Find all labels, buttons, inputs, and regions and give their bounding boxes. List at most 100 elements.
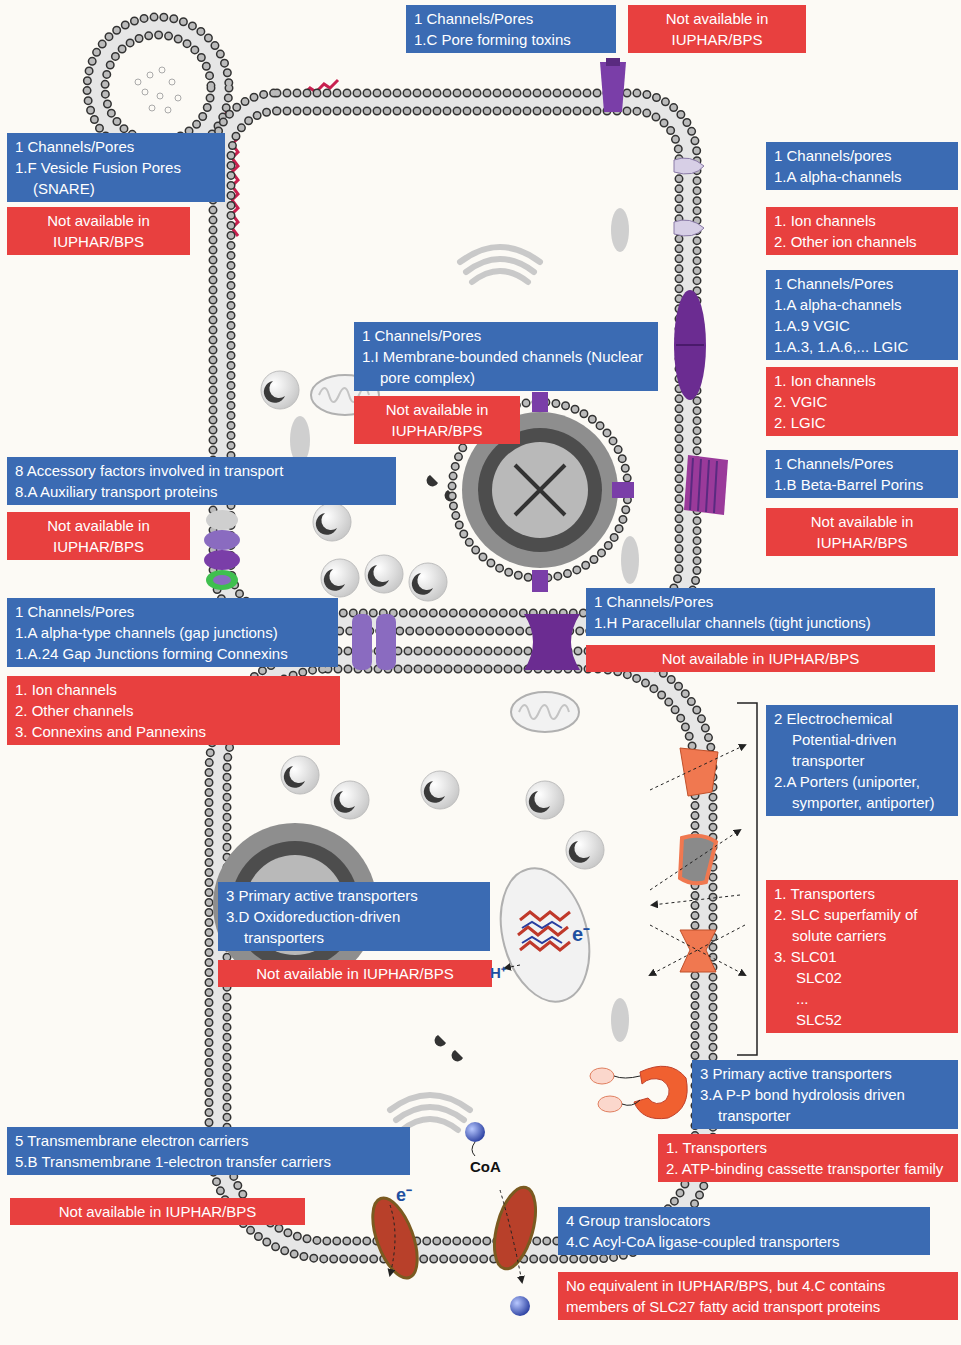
transporter-proteins-part [634, 1066, 687, 1118]
cell-membrane-part [213, 93, 697, 631]
mitochondrion-etc-part [522, 922, 562, 943]
channel-proteins-part [376, 614, 396, 670]
carrier-proteins-part [465, 1122, 485, 1142]
channel-proteins-part [674, 158, 704, 174]
cell-membrane-part [213, 93, 697, 631]
box-text: 1.F Vesicle Fusion Pores (SNARE) [15, 157, 217, 199]
mitochondrion-etc-part [505, 965, 520, 968]
tcdb-class-box: 4 Group translocators4.C Acyl-CoA ligase… [558, 1207, 930, 1255]
porter-bracket-part [737, 703, 757, 1055]
box-text: 2. LGIC [774, 412, 950, 433]
box-text: 4.C Acyl-CoA ligase-coupled transporters [566, 1231, 922, 1252]
organelles-part [566, 831, 604, 869]
vesicle-part [135, 79, 141, 85]
channel-proteins-part [206, 570, 238, 590]
mitochondrion-etc-part [518, 912, 570, 950]
box-text: Not available in IUPHAR/BPS [15, 210, 182, 252]
diagram-label: CoA [470, 1158, 501, 1175]
box-text: Not available in IUPHAR/BPS [18, 1201, 297, 1222]
carrier-proteins-part [390, 1205, 395, 1275]
channel-proteins-part [676, 344, 704, 346]
organelles-part [511, 692, 579, 732]
diagram-label: H⁺ [490, 962, 506, 982]
box-text: Not available in IUPHAR/BPS [362, 399, 512, 441]
tcdb-class-box: 3 Primary active transporters3.D Oxidore… [218, 882, 490, 951]
cell-membrane-part [231, 111, 679, 613]
transporter-proteins-part [590, 1068, 614, 1084]
channel-proteins-part [206, 510, 238, 530]
box-text: 1.I Membrane-bounded channels (Nuclear p… [362, 346, 650, 388]
box-text: 1.A.9 VGIC [774, 315, 950, 336]
transporter-proteins-part [680, 748, 718, 796]
transporter-proteins-part [614, 1076, 640, 1105]
box-text: 2. Other ion channels [774, 231, 950, 252]
iuphar-box: 1. Ion channels2. Other ion channels [766, 207, 958, 255]
organelles-part [621, 536, 639, 584]
transporter-proteins-part [680, 836, 716, 884]
iuphar-box: Not available in IUPHAR/BPS [218, 960, 492, 987]
box-text: 1.C Pore forming toxins [414, 29, 608, 50]
channel-proteins-part [600, 62, 626, 112]
nucleus-part [478, 428, 602, 552]
box-text: 1 Channels/Pores [594, 591, 927, 612]
organelles-part [421, 771, 459, 809]
box-text: ... [796, 988, 950, 1009]
channel-proteins-part [606, 58, 620, 66]
organelles-part [390, 1095, 470, 1130]
cell-membrane-part [231, 111, 679, 613]
box-text: 3.A P-P bond hydrolosis driven transport… [700, 1084, 950, 1126]
transporter-proteins-part [650, 745, 745, 790]
tcdb-class-box: 5 Transmembrane electron carriers5.B Tra… [7, 1127, 410, 1175]
box-text: 1. Transporters [666, 1137, 950, 1158]
box-text: 1.A alpha-channels [774, 294, 950, 315]
organelles-part [611, 998, 629, 1042]
carrier-proteins-part [487, 1183, 544, 1273]
vesicle-part [169, 79, 175, 85]
tcdb-class-box: 1 Channels/Pores1.I Membrane-bounded cha… [354, 322, 658, 391]
box-text: 5.B Transmembrane 1-electron transfer ca… [15, 1151, 402, 1172]
box-text: 2 Electrochemical Potential-driven trans… [774, 708, 950, 771]
box-text: 8.A Auxiliary transport proteins [15, 481, 388, 502]
transporter-proteins-part [680, 930, 716, 972]
tcdb-class-box: 1 Channels/Pores1.A alpha-channels1.A.9 … [766, 270, 958, 360]
box-text: 1. Ion channels [774, 370, 950, 391]
vesicle-part [105, 35, 211, 141]
channel-proteins-part [204, 530, 240, 550]
box-text: 1.B Beta-Barrel Porins [774, 474, 950, 495]
box-text: 5 Transmembrane electron carriers [15, 1130, 402, 1151]
iuphar-box: Not available in IUPHAR/BPS [7, 207, 190, 255]
channel-proteins-part [204, 550, 240, 570]
organelles-part [261, 371, 299, 409]
box-text: 3. Connexins and Pannexins [15, 721, 332, 742]
box-text: 3 Primary active transporters [700, 1063, 950, 1084]
box-text: 1.A alpha-type channels (gap junctions) [15, 622, 330, 643]
box-text: Not available in IUPHAR/BPS [226, 963, 484, 984]
box-text: Not available in IUPHAR/BPS [15, 515, 182, 557]
tcdb-class-box: 1 Channels/Pores1.B Beta-Barrel Porins [766, 450, 958, 498]
tcdb-class-box: 1 Channels/pores1.A alpha-channels [766, 142, 958, 190]
vesicle-part [105, 35, 211, 141]
box-text: 1.A.24 Gap Junctions forming Connexins [15, 643, 330, 664]
box-text: 8 Accessory factors involved in transpor… [15, 460, 388, 481]
channel-proteins-part [684, 455, 728, 515]
box-text: 1 Channels/Pores [362, 325, 650, 346]
organelles-part [313, 503, 351, 541]
nucleus-part [515, 465, 565, 515]
iuphar-box: Not available in IUPHAR/BPS [7, 512, 190, 560]
nucleus-part [532, 392, 634, 592]
organelles-part [409, 563, 447, 601]
carrier-proteins-part [510, 1296, 530, 1316]
box-text: No equivalent in IUPHAR/BPS, but 4.C con… [566, 1275, 950, 1317]
tcdb-class-box: 1 Channels/Pores1.C Pore forming toxins [406, 5, 616, 53]
mitochondrion-etc [487, 858, 603, 1011]
box-text: 2. VGIC [774, 391, 950, 412]
iuphar-box: 1. Ion channels2. VGIC2. LGIC [766, 367, 958, 436]
transporter-proteins-part [650, 925, 745, 975]
box-text: Not available in IUPHAR/BPS [774, 511, 950, 553]
cell-membrane-part [222, 102, 688, 622]
vesicle-part [159, 67, 165, 73]
transporter-proteins-part [650, 830, 740, 890]
box-text: 3. SLC01 [774, 946, 950, 967]
box-text: 4 Group translocators [566, 1210, 922, 1231]
